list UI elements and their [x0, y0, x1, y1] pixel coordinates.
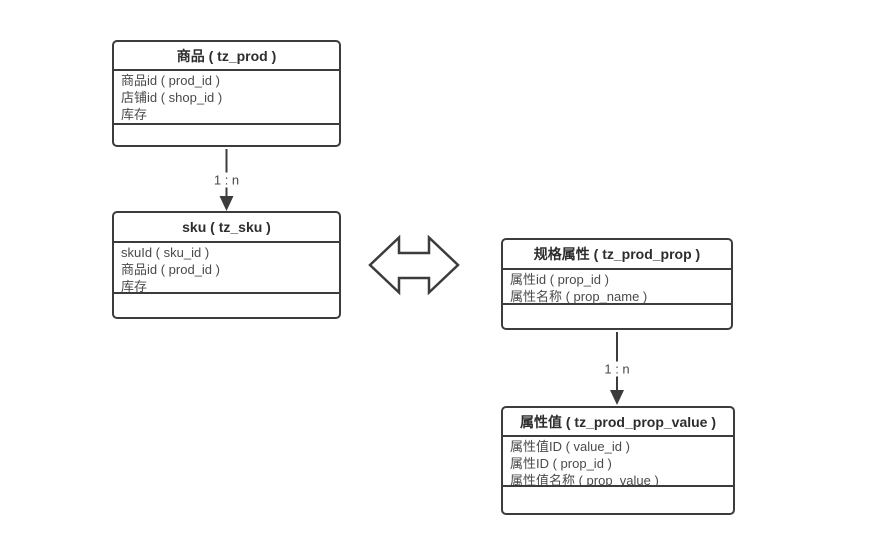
entity-title: 商品 ( tz_prod ) — [176, 47, 277, 64]
entity-fields: skuId ( sku_id ) 商品id ( prod_id ) 库存 — [114, 241, 339, 292]
entity-field: 属性名称 ( prop_name ) — [510, 289, 648, 303]
entity-empty-section — [503, 303, 731, 328]
double-arrow-icon — [368, 234, 460, 296]
entity-field: 属性id ( prop_id ) — [510, 272, 609, 287]
entity-field: 店铺id ( shop_id ) — [121, 90, 223, 105]
entity-title: 属性值 ( tz_prod_prop_value ) — [519, 413, 717, 430]
entity-fields: 商品id ( prod_id ) 店铺id ( shop_id ) 库存 — [114, 69, 339, 123]
arrowhead-down-icon — [219, 196, 234, 211]
entity-field: 库存 — [121, 279, 148, 292]
entity-tz-prod: 商品 ( tz_prod ) 商品id ( prod_id ) 店铺id ( s… — [112, 40, 341, 147]
entity-title: sku ( tz_sku ) — [182, 219, 271, 235]
entity-fields: 属性值ID ( value_id ) 属性ID ( prop_id ) 属性值名… — [503, 435, 733, 485]
entity-field: 商品id ( prod_id ) — [121, 262, 220, 277]
entity-empty-section — [503, 485, 733, 513]
entity-empty-section — [114, 292, 339, 317]
entity-field: skuId ( sku_id ) — [121, 245, 210, 260]
entity-field: 商品id ( prod_id ) — [121, 73, 220, 88]
entity-tz-prod-prop-value: 属性值 ( tz_prod_prop_value ) 属性值ID ( value… — [501, 406, 735, 515]
entity-field: 库存 — [121, 107, 148, 122]
entity-empty-section — [114, 123, 339, 145]
relation-label: 1 : n — [209, 172, 244, 188]
relation-label: 1 : n — [600, 361, 634, 377]
entity-tz-prod-prop: 规格属性 ( tz_prod_prop ) 属性id ( prop_id ) 属… — [501, 238, 733, 330]
entity-field: 属性值名称 ( prop_value ) — [510, 473, 659, 485]
arrowhead-down-icon — [610, 390, 624, 405]
entity-title: 规格属性 ( tz_prod_prop ) — [533, 246, 701, 262]
entity-tz-sku: sku ( tz_sku ) skuId ( sku_id ) 商品id ( p… — [112, 211, 341, 319]
entity-field: 属性ID ( prop_id ) — [510, 456, 612, 471]
entity-fields: 属性id ( prop_id ) 属性名称 ( prop_name ) — [503, 268, 731, 303]
entity-field: 属性值ID ( value_id ) — [510, 439, 630, 454]
